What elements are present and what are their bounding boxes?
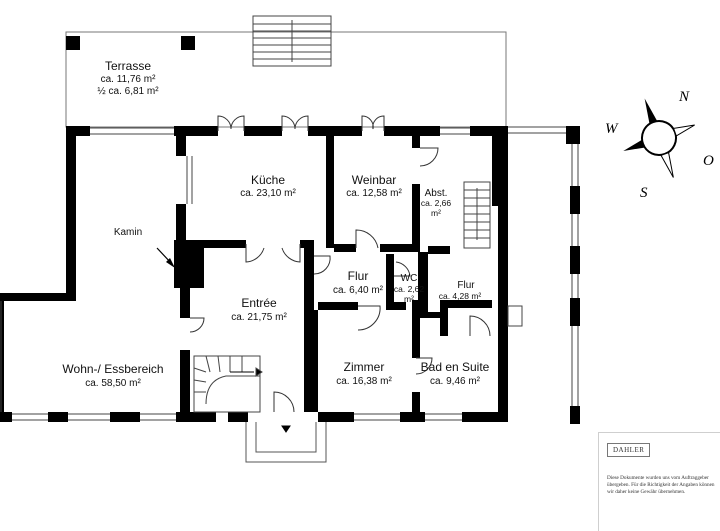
disclaimer-panel: DAHLER Diese Dokumente wurden uns vom Au… (598, 432, 720, 531)
room-name: Kamin (114, 227, 142, 238)
room-area: ca. 21,75 m² (231, 312, 287, 323)
compass-needle-west (623, 140, 645, 151)
staircase-wohn (193, 355, 263, 413)
room-label-bad: Bad en Suite ca. 9,46 m² (421, 360, 490, 387)
room-label-wc: WC ca. 2,62 m² (394, 273, 425, 304)
room-area-unit: m² (404, 294, 414, 304)
terrace-pillar (181, 36, 195, 50)
room-label-entree: Entrée ca. 21,75 m² (231, 296, 287, 323)
room-label-wohn: Wohn-/ Essbereich ca. 58,50 m² (62, 362, 163, 389)
room-name: Flur (457, 280, 475, 291)
room-name: Küche (251, 173, 285, 187)
room-label-kamin: Kamin (114, 227, 142, 238)
room-name: Weinbar (352, 173, 396, 187)
compass-label-north: N (678, 89, 690, 105)
room-label-weinbar: Weinbar ca. 12,58 m² (346, 173, 402, 199)
kamin-pointer (156, 247, 175, 268)
windows (0, 126, 579, 421)
room-area: ca. 6,40 m² (333, 285, 384, 296)
terrace-pillar (66, 36, 80, 50)
room-area-unit: m² (431, 208, 441, 218)
company-logo: DAHLER (607, 443, 651, 457)
room-name: Terrasse (105, 59, 151, 73)
compass-needle-east (672, 124, 695, 137)
room-label-terrasse: Terrasse ca. 11,76 m² ½ ca. 6,81 m² (97, 59, 159, 97)
room-area: ca. 16,38 m² (336, 376, 392, 387)
room-label-flur: Flur ca. 6,40 m² (333, 269, 384, 296)
room-label-abst: Abst. ca. 2,66 m² (421, 188, 452, 218)
entrance-porch (245, 422, 327, 463)
staircase-flur (463, 181, 491, 249)
room-area: ca. 12,58 m² (346, 188, 402, 199)
room-label-flur-2: Flur ca. 4,28 m² (439, 280, 482, 301)
compass-rose (623, 98, 695, 178)
room-name: Flur (348, 269, 369, 283)
terrace-steps (252, 15, 332, 67)
compass-needle-south (660, 151, 674, 178)
room-name: Zimmer (344, 360, 385, 374)
room-name: Bad en Suite (421, 360, 490, 374)
room-label-zimmer: Zimmer ca. 16,38 m² (336, 360, 392, 387)
doors (189, 115, 523, 413)
room-area: ca. 58,50 m² (85, 378, 141, 389)
room-name: Wohn-/ Essbereich (62, 362, 163, 376)
walls (0, 126, 580, 424)
room-area: ca. 11,76 m² (101, 74, 157, 85)
room-area: ca. 2,62 (394, 284, 425, 294)
room-name: WC (401, 273, 418, 284)
room-area: ca. 23,10 m² (240, 188, 296, 199)
disclaimer-text: Diese Dokumente wurden uns vom Auftragge… (607, 475, 715, 495)
compass-label-west: W (605, 121, 619, 137)
compass-needle-north (644, 98, 657, 124)
room-area-half: ½ ca. 6,81 m² (97, 86, 159, 97)
room-area: ca. 4,28 m² (439, 291, 482, 301)
room-name: Entrée (241, 296, 277, 310)
room-label-kueche: Küche ca. 23,10 m² (240, 173, 296, 199)
room-name: Abst. (425, 188, 448, 199)
compass-label-east: O (703, 153, 714, 169)
room-area: ca. 2,66 (421, 198, 452, 208)
compass-label-south: S (640, 185, 648, 201)
room-area: ca. 9,46 m² (430, 376, 481, 387)
